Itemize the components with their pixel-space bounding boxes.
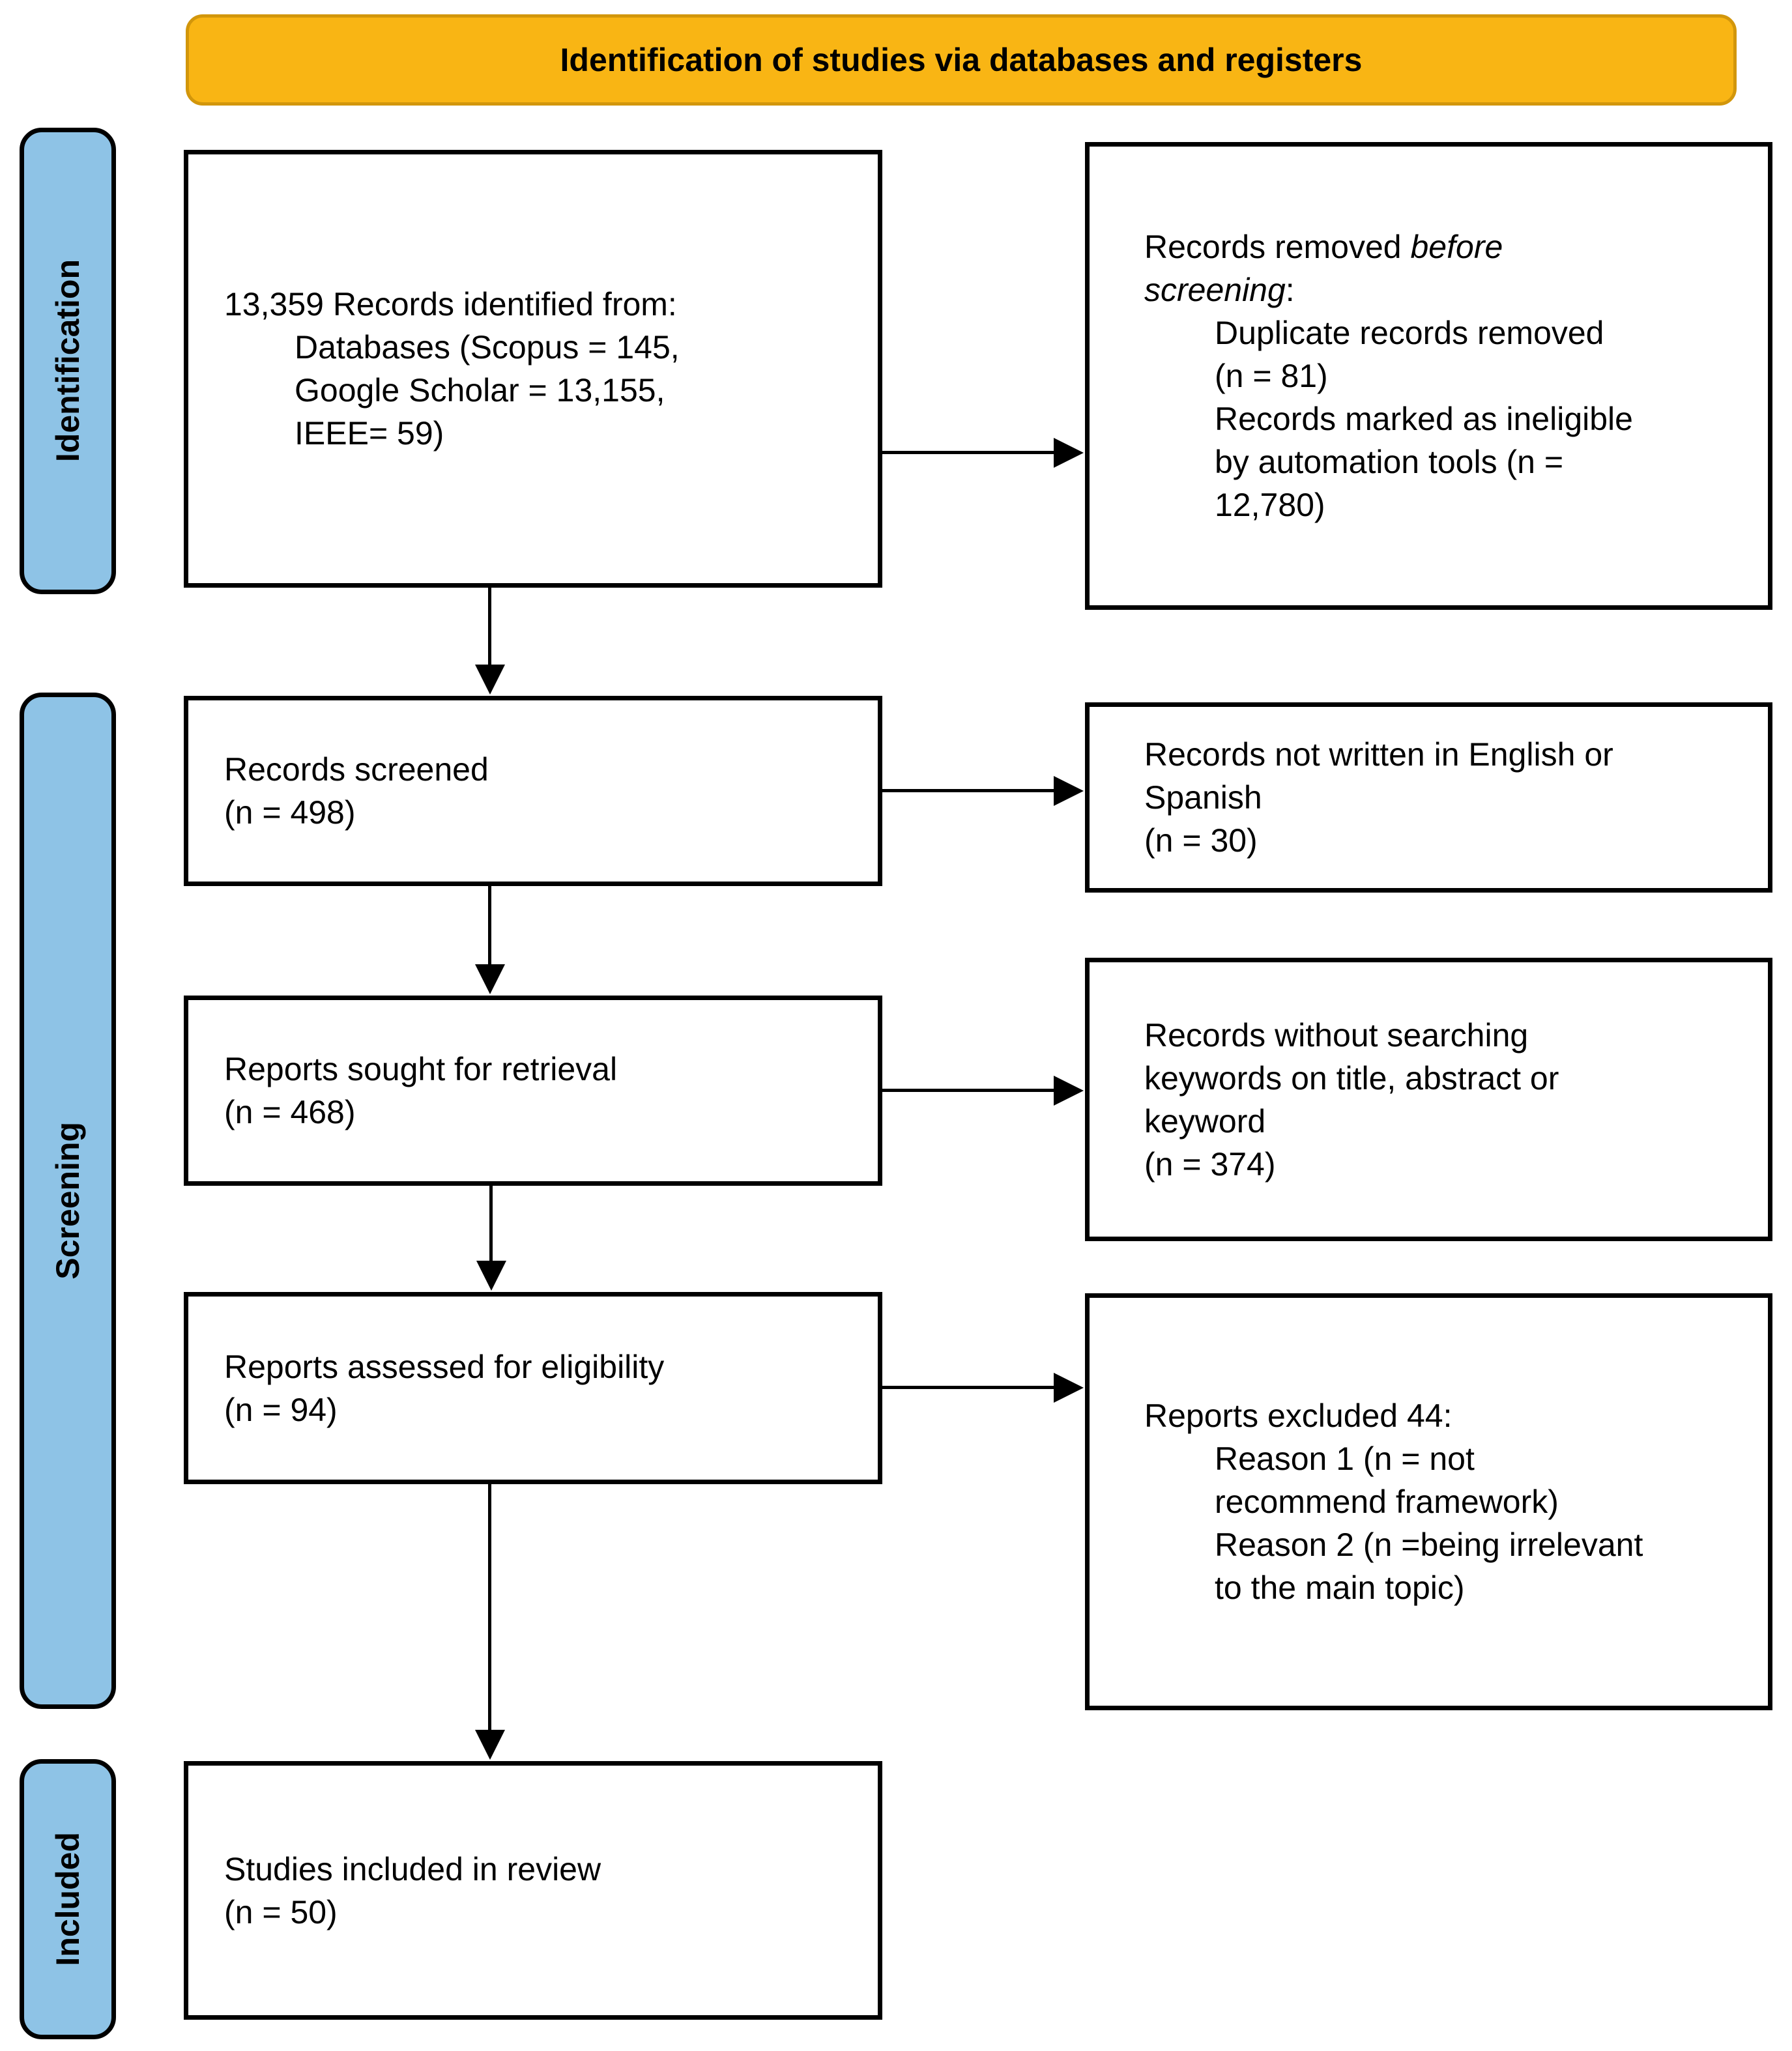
records-removed-line2-normal: : bbox=[1285, 272, 1295, 308]
records-removed-line2-italic: screening bbox=[1144, 272, 1286, 308]
arrow-shaft bbox=[489, 1186, 493, 1263]
arrowhead-icon bbox=[475, 1730, 505, 1760]
box-records-not-english: Records not written in English or Spanis… bbox=[1085, 702, 1772, 893]
reports-excluded-text: Reports excluded 44: bbox=[1144, 1398, 1452, 1434]
arrowhead-icon bbox=[1054, 776, 1084, 806]
reports-assessed-text: Reports assessed for eligibility (n = 94… bbox=[224, 1348, 665, 1428]
arrowhead-icon bbox=[1054, 438, 1084, 468]
records-identified-sources: Databases (Scopus = 145, Google Scholar … bbox=[295, 329, 680, 452]
diagram-header-title: Identification of studies via databases … bbox=[560, 42, 1363, 78]
box-records-removed: Records removed before screening: Duplic… bbox=[1085, 142, 1772, 610]
arrow-shaft bbox=[882, 1089, 1056, 1092]
stage-identification: Identification bbox=[20, 128, 116, 594]
records-screened-text: Records screened (n = 498) bbox=[224, 751, 489, 831]
stage-screening-label: Screening bbox=[50, 1122, 86, 1280]
records-removed-line1: Records removed before bbox=[1144, 225, 1755, 268]
studies-included-text: Studies included in review (n = 50) bbox=[224, 1850, 601, 1930]
arrow-shaft bbox=[882, 1386, 1056, 1389]
arrowhead-icon bbox=[1054, 1076, 1084, 1106]
records-removed-line1-normal: Records removed bbox=[1144, 229, 1411, 265]
box-records-identified: 13,359 Records identified from: Database… bbox=[184, 150, 882, 588]
arrow-shaft bbox=[488, 588, 491, 667]
stage-included: Included bbox=[20, 1759, 116, 2039]
arrowhead-icon bbox=[475, 665, 505, 695]
records-not-english-text: Records not written in English or Spanis… bbox=[1144, 736, 1613, 859]
box-records-no-keywords: Records without searching keywords on ti… bbox=[1085, 958, 1772, 1241]
records-no-keywords-text: Records without searching keywords on ti… bbox=[1144, 1016, 1559, 1183]
box-records-screened: Records screened (n = 498) bbox=[184, 696, 882, 886]
stage-identification-label: Identification bbox=[50, 259, 86, 463]
arrow-shaft bbox=[488, 886, 491, 967]
records-identified-text: 13,359 Records identified from: bbox=[224, 286, 677, 323]
arrowhead-icon bbox=[476, 1261, 506, 1291]
arrow-shaft bbox=[882, 451, 1056, 454]
reports-sought-text: Reports sought for retrieval (n = 468) bbox=[224, 1051, 618, 1130]
arrowhead-icon bbox=[475, 964, 505, 994]
stage-included-label: Included bbox=[50, 1832, 86, 1966]
box-studies-included: Studies included in review (n = 50) bbox=[184, 1761, 882, 2020]
box-reports-assessed: Reports assessed for eligibility (n = 94… bbox=[184, 1292, 882, 1484]
arrowhead-icon bbox=[1054, 1373, 1084, 1403]
stage-screening: Screening bbox=[20, 693, 116, 1709]
box-reports-sought: Reports sought for retrieval (n = 468) bbox=[184, 996, 882, 1186]
reports-excluded-reasons: Reason 1 (n = not recommend framework) R… bbox=[1215, 1441, 1643, 1606]
records-removed-line2: screening: bbox=[1144, 268, 1755, 311]
arrow-shaft bbox=[488, 1484, 491, 1732]
records-removed-line1-italic: before bbox=[1410, 229, 1503, 265]
records-removed-details: Duplicate records removed (n = 81) Recor… bbox=[1215, 315, 1633, 523]
box-reports-excluded: Reports excluded 44: Reason 1 (n = not r… bbox=[1085, 1293, 1772, 1710]
diagram-header: Identification of studies via databases … bbox=[186, 14, 1737, 106]
arrow-shaft bbox=[882, 789, 1056, 792]
